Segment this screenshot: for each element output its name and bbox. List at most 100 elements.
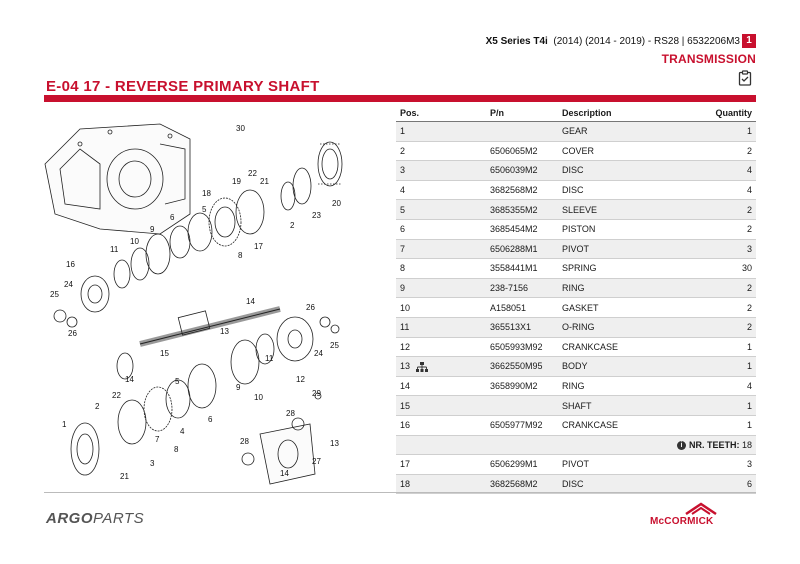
housing-drawing [44, 123, 191, 235]
svg-text:21: 21 [120, 472, 129, 481]
svg-text:26: 26 [306, 303, 315, 312]
svg-text:11: 11 [265, 354, 274, 363]
col-qty-header: Quantity [676, 104, 756, 122]
cell-qty: 3 [676, 239, 756, 260]
svg-text:24: 24 [314, 349, 323, 358]
argo-logo-prefix: ARGO [46, 510, 93, 527]
svg-text:16: 16 [66, 260, 75, 269]
cell-pos: 11 [396, 317, 486, 338]
svg-text:20: 20 [332, 199, 341, 208]
cell-pos: 6 [396, 219, 486, 240]
svg-text:6: 6 [170, 213, 175, 222]
svg-text:14: 14 [125, 375, 134, 384]
info-icon: i [676, 440, 686, 450]
cell-pos: 16 [396, 415, 486, 436]
cell-desc: SHAFT [558, 395, 676, 416]
cell-pos: 12 [396, 337, 486, 358]
svg-text:6: 6 [208, 415, 213, 424]
tree-structure-icon[interactable] [416, 361, 429, 372]
svg-text:14: 14 [246, 297, 255, 306]
svg-text:2: 2 [290, 221, 295, 230]
svg-text:5: 5 [175, 377, 180, 386]
cell-qty: 3 [676, 454, 756, 475]
model-header: X5 Series T4i (2014) (2014 - 2019) - RS2… [486, 36, 740, 47]
svg-text:28: 28 [240, 437, 249, 446]
cell-pos: 7 [396, 239, 486, 260]
cell-pn: 6505993M92 [486, 337, 558, 358]
cell-qty: 30 [676, 258, 756, 279]
cell-qty: 4 [676, 180, 756, 201]
svg-text:30: 30 [236, 124, 245, 133]
svg-text:28: 28 [286, 409, 295, 418]
mccormick-logo-icon [685, 502, 717, 516]
cell-pn: 3558441M1 [486, 258, 558, 279]
svg-text:10: 10 [130, 237, 139, 246]
svg-text:9: 9 [236, 383, 241, 392]
cell-qty: 2 [676, 219, 756, 240]
cell-pn: 3662550M95 [486, 356, 558, 377]
svg-text:12: 12 [296, 375, 305, 384]
svg-text:14: 14 [280, 469, 289, 478]
page-title: E-04 17 - REVERSE PRIMARY SHAFT [46, 78, 320, 95]
cell-desc: PISTON [558, 219, 676, 240]
clipboard-icon[interactable] [738, 70, 752, 86]
svg-text:27: 27 [312, 457, 321, 466]
cell-pos: 3 [396, 160, 486, 181]
cell-qty: 2 [676, 141, 756, 162]
svg-text:3: 3 [150, 459, 155, 468]
cell-pos: 17 [396, 454, 486, 475]
cell-pos: 4 [396, 180, 486, 201]
page-number-badge: 1 [742, 34, 756, 48]
svg-text:13: 13 [220, 327, 229, 336]
cell-desc: DISC [558, 160, 676, 181]
cell-pn: 3685355M2 [486, 199, 558, 220]
svg-text:1: 1 [62, 420, 67, 429]
svg-text:10: 10 [254, 393, 263, 402]
cell-pn: 6505977M92 [486, 415, 558, 436]
cell-desc: RING [558, 278, 676, 299]
cell-desc: GEAR [558, 121, 676, 142]
argo-logo-suffix: PARTS [93, 510, 145, 527]
cell-qty: 1 [676, 415, 756, 436]
cell-pn [486, 121, 558, 142]
svg-text:22: 22 [248, 169, 257, 178]
cell-desc: BODY [558, 356, 676, 377]
cell-pn: 3682568M2 [486, 474, 558, 495]
cell-pos: 10 [396, 297, 486, 318]
cell-qty: 1 [676, 121, 756, 142]
svg-text:23: 23 [312, 211, 321, 220]
svg-text:29: 29 [312, 389, 321, 398]
cell-pos: 9 [396, 278, 486, 299]
title-underline-bar [44, 95, 756, 102]
cell-pos: 14 [396, 376, 486, 397]
cell-pos: 18 [396, 474, 486, 495]
cell-pos-text: 13 [400, 361, 411, 372]
cell-qty: 1 [676, 395, 756, 416]
svg-text:8: 8 [238, 251, 243, 260]
svg-text:5: 5 [202, 205, 207, 214]
cell-desc: RING [558, 376, 676, 397]
svg-text:7: 7 [155, 435, 160, 444]
svg-text:2: 2 [95, 402, 100, 411]
cell-pn: 6506065M2 [486, 141, 558, 162]
cell-desc: PIVOT [558, 454, 676, 475]
